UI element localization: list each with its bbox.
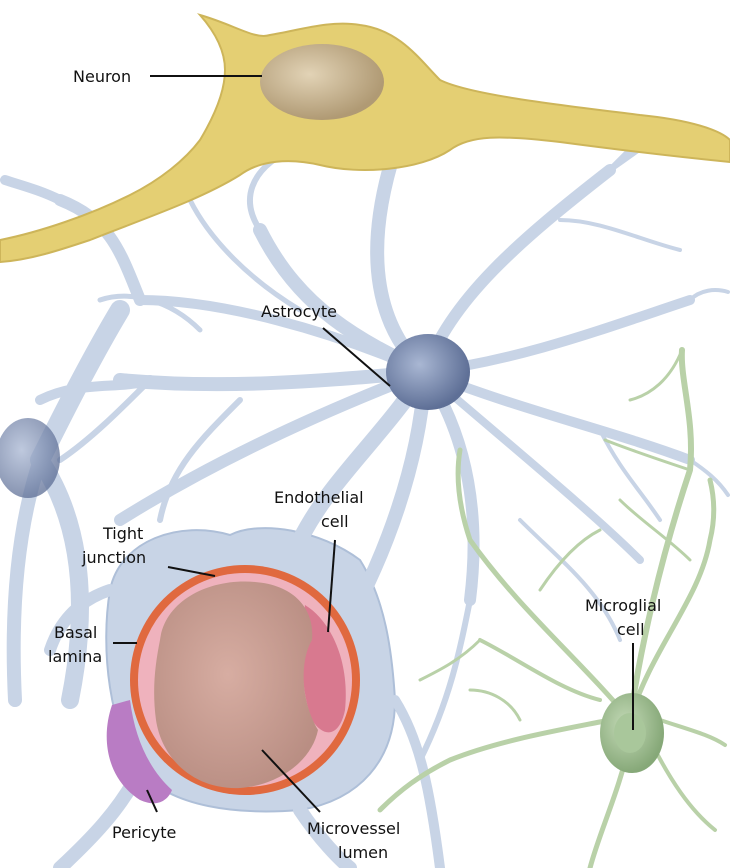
label-lumen-line1: Microvessel [307,819,400,838]
label-endothelial-line1: Endothelial [274,488,364,507]
label-basal-line1: Basal [54,623,97,642]
label-lumen-line2: lumen [338,843,388,862]
label-endothelial-line2: cell [321,512,349,531]
neuron-nucleus [260,44,384,120]
label-basal-line2: lamina [48,647,102,666]
label-microglial-line2: cell [617,620,645,639]
label-tight-line2: junction [81,548,146,567]
astrocyte-body [386,334,470,410]
lumen-area [154,582,318,789]
label-astrocyte: Astrocyte [261,302,337,321]
neuron [0,15,730,262]
microglial-nucleus [614,713,646,753]
label-tight-line1: Tight [102,524,143,543]
label-microglial-line1: Microglial [585,596,661,615]
label-neuron: Neuron [73,67,131,86]
label-pericyte: Pericyte [112,823,176,842]
